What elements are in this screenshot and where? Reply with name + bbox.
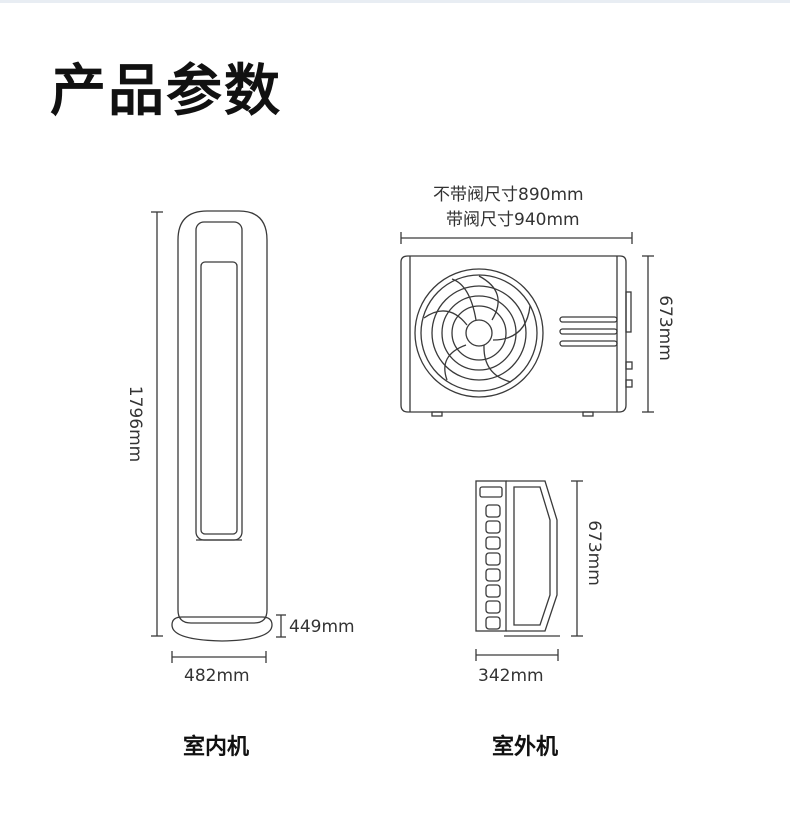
outdoor-depth-label: 342mm (478, 666, 544, 686)
outdoor-width-with-valve-label: 带阀尺寸940mm (446, 210, 580, 230)
page-title: 产品参数 (50, 59, 282, 124)
top-divider (0, 0, 790, 3)
indoor-base-height-label: 449mm (289, 617, 355, 637)
indoor-unit-caption: 室内机 (183, 735, 250, 760)
indoor-dimension-lines (151, 211, 286, 663)
outdoor-unit-caption: 室外机 (492, 735, 559, 760)
outdoor-side-height-label: 673mm (584, 520, 604, 586)
outdoor-width-no-valve-label: 不带阀尺寸890mm (433, 185, 584, 205)
indoor-width-label: 482mm (184, 666, 250, 686)
outdoor-front-dimension-lines (400, 232, 654, 413)
outdoor-front-height-label: 673mm (655, 295, 675, 361)
outdoor-unit-front-drawing (400, 255, 633, 417)
indoor-unit-drawing (171, 210, 273, 642)
outdoor-side-dimension-lines (475, 480, 583, 661)
indoor-height-label: 1796mm (125, 385, 145, 463)
outdoor-unit-side-drawing (475, 480, 560, 637)
